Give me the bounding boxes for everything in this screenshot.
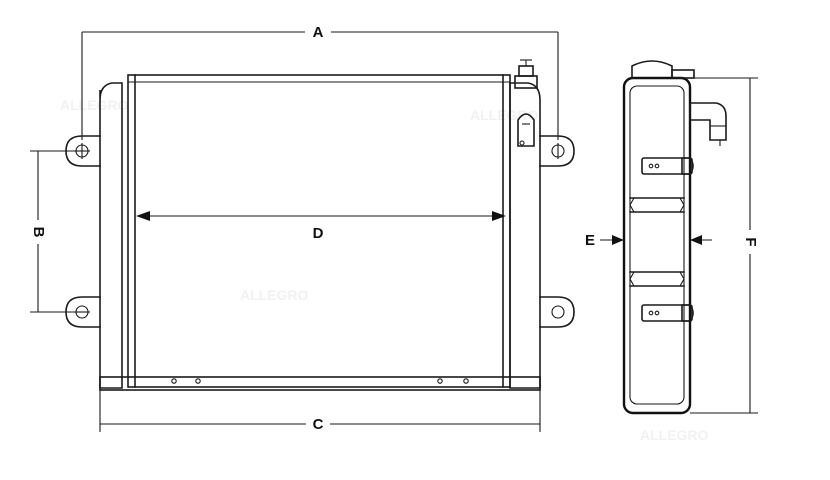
dimension-e: E	[585, 232, 712, 249]
side-cap	[631, 60, 673, 79]
dimension-label-b: B	[30, 227, 47, 238]
watermark-pattern: ALLEGRO ALLEGRO ALLEGRO ALLEGRO	[60, 97, 709, 443]
right-upper-mount-bracket	[539, 135, 575, 167]
left-side-plate	[99, 82, 123, 389]
side-tank-inner	[629, 85, 685, 405]
watermark-text: ALLEGRO	[60, 97, 129, 113]
watermark-text: ALLEGRO	[470, 107, 539, 123]
side-outlet-pipe	[689, 102, 727, 141]
side-upper-clip	[641, 157, 694, 175]
front-view	[65, 59, 575, 391]
side-tank-outer	[622, 76, 692, 415]
watermark-text: ALLEGRO	[240, 287, 309, 303]
bottom-rail	[99, 376, 541, 391]
inlet-pipe	[517, 113, 535, 147]
dimension-label-c: C	[313, 416, 324, 433]
dimension-f: F	[690, 77, 759, 414]
dimension-a: A	[81, 24, 559, 140]
filler-cap	[518, 65, 534, 77]
side-band-lower	[629, 271, 685, 287]
dimension-label-e: E	[585, 232, 595, 249]
filler-neck	[514, 75, 538, 89]
dimension-c: C	[99, 390, 541, 433]
right-side-tank	[509, 82, 541, 389]
dimension-d: D	[136, 211, 506, 242]
bottom-rail-holes	[171, 378, 469, 384]
dimension-label-a: A	[313, 24, 324, 41]
side-view	[622, 60, 727, 415]
dimension-label-f: F	[742, 237, 759, 246]
dimension-b: B	[30, 150, 76, 313]
dimension-label-d: D	[313, 225, 324, 242]
watermark-text: ALLEGRO	[640, 427, 709, 443]
right-lower-mount-bracket	[539, 296, 575, 328]
side-lower-clip	[641, 304, 694, 322]
side-band-upper	[629, 197, 685, 213]
